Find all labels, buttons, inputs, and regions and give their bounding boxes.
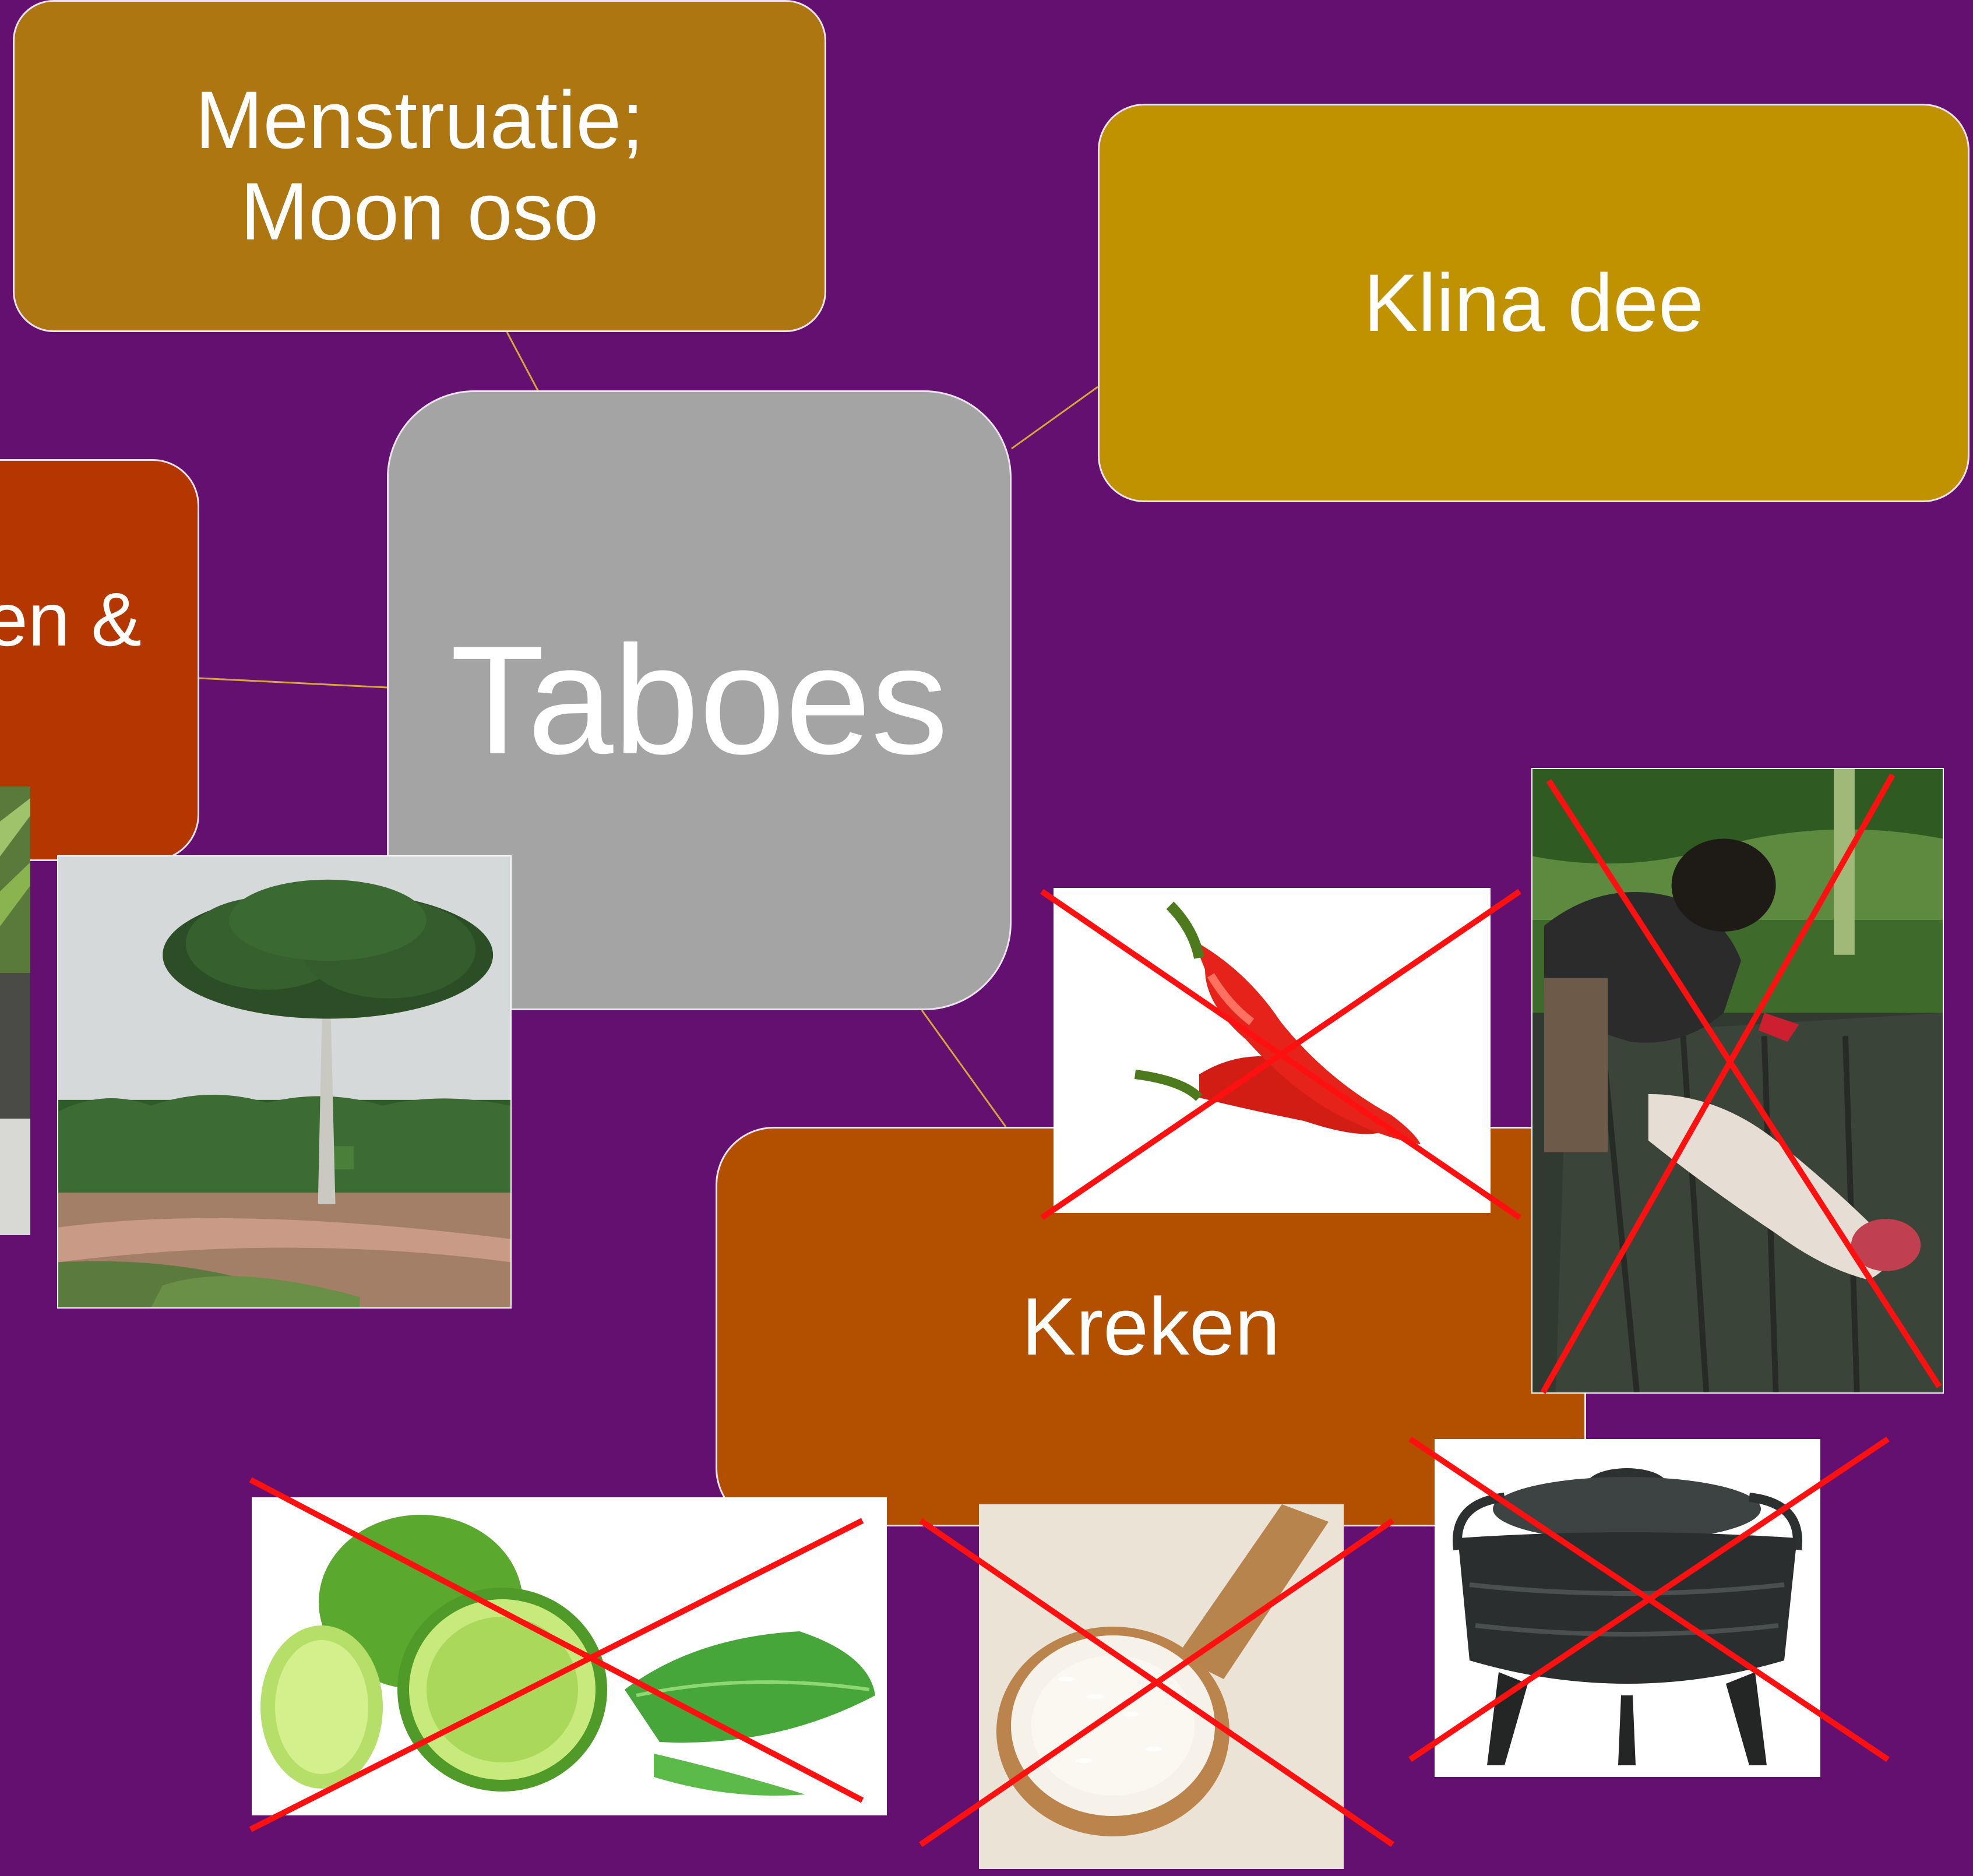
paca-butchering-image (1531, 768, 1944, 1394)
connector-menstruatie (507, 332, 538, 392)
connector-kreken (922, 1010, 1006, 1127)
node-menstruatie-line-2: Moon oso (195, 166, 644, 258)
node-taboes-label: Taboes (450, 614, 949, 787)
node-menstruatie: Menstruatie; Moon oso (13, 0, 826, 332)
cast-iron-pot-image (1435, 1439, 1820, 1777)
limes-image (252, 1497, 887, 1815)
node-left-label: en & (0, 577, 142, 662)
node-menstruatie-line-1: Menstruatie; (195, 75, 644, 166)
node-kreken-label: Kreken (1021, 1281, 1280, 1373)
red-peppers-image (1054, 888, 1491, 1213)
palm-leaves-image (0, 787, 30, 1235)
connector-klinadee (1012, 387, 1098, 449)
node-klina-dee: Klina dee (1098, 104, 1970, 502)
rice-spoon-image (979, 1504, 1344, 1869)
kapok-tree-image (57, 855, 512, 1309)
node-klina-dee-label: Klina dee (1364, 258, 1704, 349)
connector-left (199, 678, 387, 687)
